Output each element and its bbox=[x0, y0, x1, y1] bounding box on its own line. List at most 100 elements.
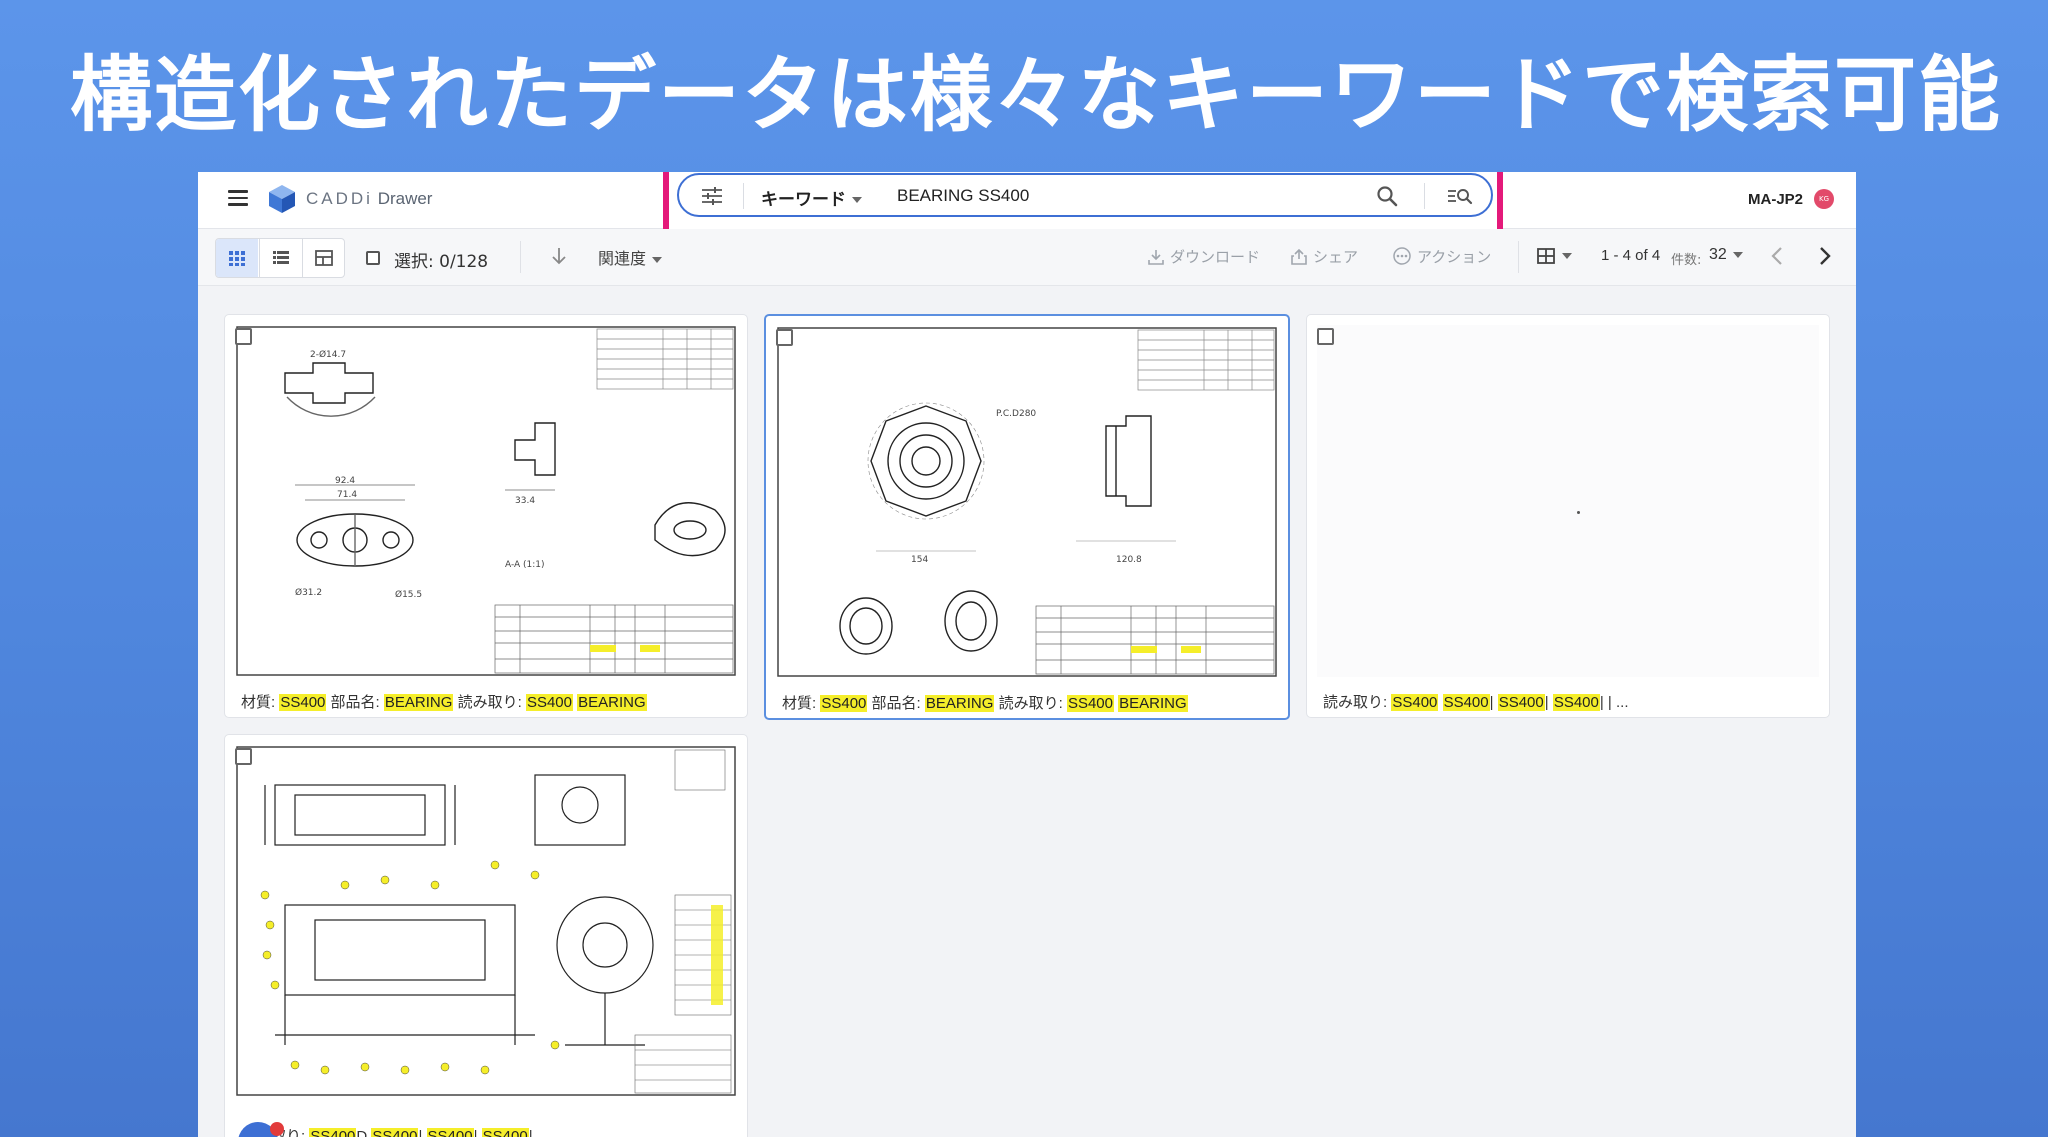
chat-button[interactable] bbox=[238, 1122, 278, 1137]
arrow-down-icon[interactable] bbox=[550, 246, 568, 266]
keyword-highlight: BEARING bbox=[924, 695, 995, 712]
share-button[interactable]: シェア bbox=[1291, 246, 1358, 267]
card-caption: 読み取り: SS400D SS400| SS400| SS400| ... bbox=[241, 1125, 549, 1137]
chevron-down-icon bbox=[652, 256, 663, 263]
svg-text:92.4: 92.4 bbox=[335, 476, 355, 486]
download-icon bbox=[1148, 250, 1164, 265]
notification-badge bbox=[270, 1122, 284, 1136]
toolbar-divider bbox=[520, 241, 521, 273]
svg-text:Ø31.2: Ø31.2 bbox=[295, 587, 322, 598]
search-divider bbox=[743, 183, 744, 209]
search-highlight-frame: キーワード bbox=[663, 172, 1503, 237]
caption-text: D bbox=[356, 1128, 372, 1137]
card-checkbox[interactable] bbox=[1317, 328, 1334, 345]
keyword-highlight: BEARING bbox=[1118, 695, 1188, 712]
result-card[interactable]: 読み取り: SS400D SS400| SS400| SS400| ... bbox=[224, 734, 748, 1137]
caption-text bbox=[1438, 694, 1442, 711]
keyword-highlight: SS400 bbox=[820, 695, 868, 712]
caption-text: | bbox=[473, 1128, 482, 1137]
avatar[interactable]: KG bbox=[1814, 189, 1834, 209]
drawing-thumbnail bbox=[1317, 325, 1819, 677]
share-label: シェア bbox=[1313, 248, 1359, 266]
keyword-highlight: SS400 bbox=[1066, 695, 1114, 712]
download-button[interactable]: ダウンロード bbox=[1148, 246, 1260, 267]
app-window: CADDi Drawer キーワード bbox=[198, 172, 1856, 1137]
svg-text:154: 154 bbox=[911, 555, 928, 565]
sort-label: 関連度 bbox=[598, 249, 647, 268]
cube-logo-icon bbox=[269, 185, 295, 213]
svg-text:33.4: 33.4 bbox=[515, 496, 535, 506]
caption-text: | bbox=[418, 1128, 427, 1137]
search-mode-select[interactable]: キーワード bbox=[761, 185, 862, 210]
slide-title: 構造化されたデータは様々なキーワードで検索可能 bbox=[70, 48, 2003, 143]
keyword-highlight: SS400 bbox=[426, 1128, 474, 1137]
card-checkbox[interactable] bbox=[776, 329, 793, 346]
svg-text:A-A (1:1): A-A (1:1) bbox=[505, 560, 545, 570]
card-checkbox[interactable] bbox=[235, 328, 252, 345]
card-caption: 読み取り: SS400 SS400| SS400| SS400| | ... bbox=[1323, 691, 1629, 712]
caption-text: | | ... bbox=[1599, 694, 1629, 711]
menu-icon[interactable] bbox=[228, 190, 248, 206]
keyword-highlight: SS400 bbox=[1552, 694, 1600, 711]
table-view-icon bbox=[315, 250, 333, 266]
grid-view-button[interactable] bbox=[216, 239, 258, 277]
keyword-highlight: BEARING bbox=[383, 694, 454, 711]
download-label: ダウンロード bbox=[1170, 248, 1261, 266]
search-input[interactable] bbox=[897, 183, 1337, 209]
caption-text: 部品名: bbox=[326, 694, 384, 711]
sort-select[interactable]: 関連度 bbox=[598, 245, 663, 269]
chevron-left-icon[interactable] bbox=[1768, 245, 1788, 267]
pagination-info: 1 - 4 of 4 bbox=[1601, 247, 1661, 264]
caption-text: | ... bbox=[528, 1128, 550, 1137]
grid-view-icon bbox=[229, 251, 245, 266]
keyword-highlight: BEARING bbox=[577, 694, 647, 711]
keyword-highlight: SS400 bbox=[1442, 694, 1490, 711]
drawing-thumbnail: 2-Ø14.7 92.4 71.4 Ø31.2 Ø15.5 33.4 A-A (1:1) bbox=[235, 325, 737, 677]
chevron-down-icon bbox=[1732, 251, 1743, 258]
select-all-checkbox[interactable] bbox=[366, 251, 380, 265]
card-checkbox[interactable] bbox=[235, 748, 252, 765]
layout-grid-icon bbox=[1537, 247, 1555, 264]
result-card[interactable]: 読み取り: SS400 SS400| SS400| SS400| | ... bbox=[1306, 314, 1830, 718]
caption-text: 読み取り: bbox=[994, 695, 1067, 712]
list-view-button[interactable] bbox=[259, 239, 302, 277]
caption-text: 材質: bbox=[241, 694, 280, 711]
result-card[interactable]: 2-Ø14.7 92.4 71.4 Ø31.2 Ø15.5 33.4 A-A (1:1)… bbox=[224, 314, 748, 718]
keyword-highlight: SS400 bbox=[309, 1128, 357, 1137]
caption-text: | bbox=[1544, 694, 1553, 711]
user-code: MA-JP2 bbox=[1748, 191, 1804, 208]
chevron-down-icon bbox=[1562, 252, 1572, 259]
filter-sliders-icon[interactable] bbox=[701, 186, 723, 206]
svg-text:Ø15.5: Ø15.5 bbox=[395, 589, 422, 600]
share-icon bbox=[1291, 248, 1307, 265]
svg-text:P.C.D280: P.C.D280 bbox=[996, 409, 1036, 419]
action-button[interactable]: アクション bbox=[1393, 246, 1491, 267]
card-caption: 材質: SS400 部品名: BEARING 読み取り: SS400 BEARI… bbox=[241, 691, 647, 712]
brand-name: CADDi bbox=[306, 189, 373, 208]
advanced-search-icon[interactable] bbox=[1447, 186, 1473, 206]
app-logo[interactable]: CADDi Drawer bbox=[306, 189, 432, 209]
search-icon[interactable] bbox=[1376, 185, 1398, 207]
caption-text: 材質: bbox=[782, 695, 821, 712]
search-mode-label: キーワード bbox=[761, 190, 846, 210]
chevron-right-icon[interactable] bbox=[1814, 245, 1834, 267]
selection-count: 選択: 0/128 bbox=[394, 252, 489, 272]
keyword-highlight: SS400 bbox=[1391, 694, 1439, 711]
caption-text: 読み取り: bbox=[1323, 694, 1392, 711]
search-bar: キーワード bbox=[677, 173, 1493, 217]
page-size-label: 件数: bbox=[1671, 253, 1702, 268]
toolbar-divider bbox=[1518, 241, 1519, 273]
list-view-icon bbox=[273, 251, 289, 264]
search-divider bbox=[1424, 183, 1425, 209]
page-size-select[interactable]: 32 bbox=[1709, 246, 1743, 264]
svg-text:2-Ø14.7: 2-Ø14.7 bbox=[310, 349, 346, 360]
table-view-button[interactable] bbox=[302, 239, 344, 277]
layout-select[interactable] bbox=[1536, 245, 1572, 266]
svg-text:71.4: 71.4 bbox=[337, 490, 357, 500]
caption-text: 部品名: bbox=[867, 695, 925, 712]
drawing-thumbnail bbox=[235, 745, 737, 1097]
caption-text: | bbox=[1489, 694, 1498, 711]
keyword-highlight: SS400 bbox=[481, 1128, 529, 1137]
